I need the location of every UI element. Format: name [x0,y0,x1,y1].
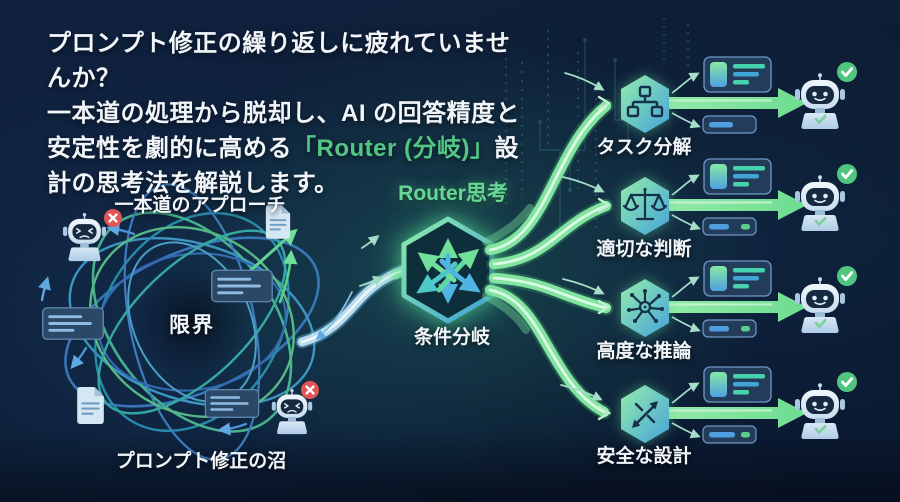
happy-robot-icon [794,72,846,130]
flow-arrow [664,88,807,118]
hex-badge [621,279,669,337]
branch-row [621,158,857,236]
header-line: 計の思考法を解説します。 [47,170,339,197]
check-circle-icon [837,266,857,286]
header-line: プロンプト修正の繰り返しに疲れていませんか？ [47,30,511,92]
happy-robot-icon [794,174,846,232]
response-card [703,158,772,195]
network-node-icon [627,289,664,323]
limit-label: 限界 [169,314,215,337]
branch-label: 高度な推論 [596,341,692,362]
response-chip-card [702,115,757,134]
balance-scale-icon [622,187,668,221]
response-chip-card [702,425,757,444]
header-line: 安定性を劇的に高める「Router (分岐)」設 [47,135,519,162]
branch-row [621,366,857,444]
swamp-caption: プロンプト修正の沼 [115,451,287,472]
router-caption: 条件分岐 [413,327,490,348]
org-chart-icon [626,85,664,118]
header-text: プロンプト修正の繰り返しに疲れていませんか？ 一本道の処理から脱却し、AI の回… [47,26,527,201]
branch-label: 適切な判断 [596,239,692,260]
branch-label: 安全な設計 [596,446,692,467]
branch-row [621,56,857,134]
chat-card-icon [203,389,261,418]
check-circle-icon [837,372,857,392]
chat-card-icon [211,269,273,303]
happy-robot-icon [794,382,846,440]
flow-arrow [664,190,807,220]
router-title: Router思考 [398,182,508,205]
router-highlight: 「Router (分岐)」 [292,135,495,162]
shuffle-arrows-icon [632,401,658,428]
x-circle-icon [301,381,319,399]
check-circle-icon [837,62,857,82]
chat-card-icon [42,307,104,340]
tangle-title: 一本道のアプローチ [114,195,286,216]
header-line: 一本道の処理から脱却し、AI の回答精度と [47,100,521,127]
circuit-decor-icon [505,18,689,230]
hex-badge [621,75,669,133]
flow-arrow [664,398,807,428]
response-chip-card [702,319,757,338]
response-chip-card [702,217,757,236]
response-card [703,56,772,93]
branch-label: タスク分解 [596,137,692,158]
check-circle-icon [837,164,857,184]
document-icon [76,386,105,425]
flow-arrow [664,292,807,322]
response-card [703,366,772,403]
sad-robot-icon [271,388,313,435]
hex-badge [621,385,669,443]
happy-robot-icon [794,276,846,334]
sad-robot-icon [62,212,107,262]
hex-badge [621,177,669,235]
response-card [703,260,772,297]
branch-row [621,260,857,338]
branching-arrows-icon [416,238,481,304]
